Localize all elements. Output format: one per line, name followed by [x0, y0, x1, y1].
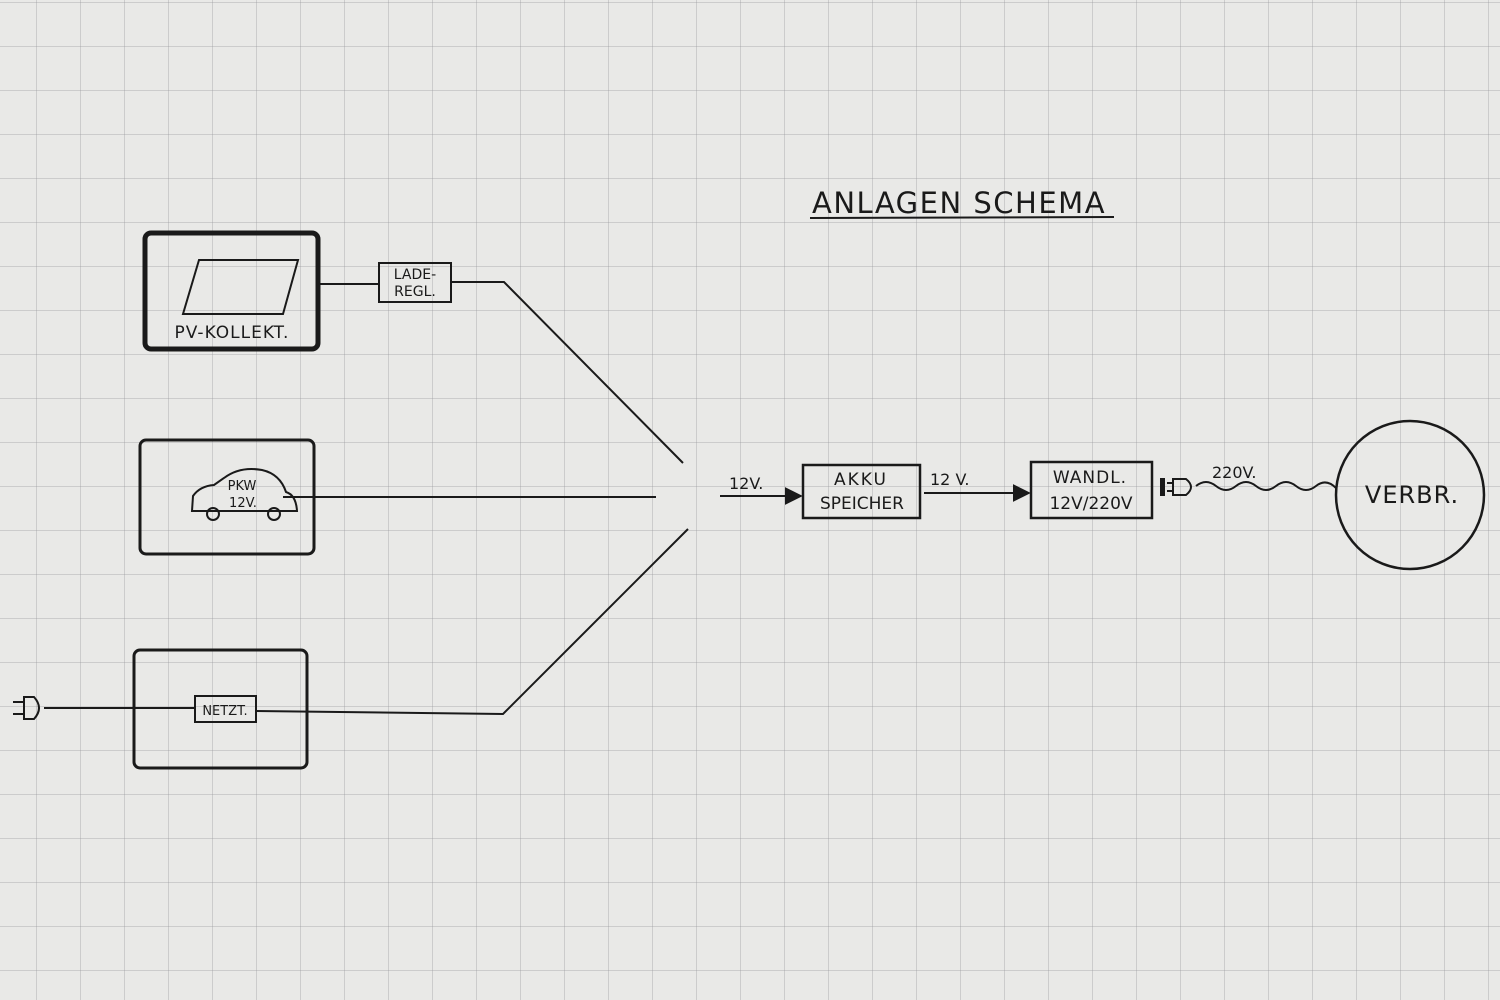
charge-controller-label-2: REGL. — [394, 284, 436, 300]
inverter-box — [1029, 460, 1154, 520]
solar-panel-icon — [181, 259, 300, 315]
connection-lines — [44, 281, 1337, 716]
inverter-node: WANDL. 12V/220V — [1029, 460, 1154, 520]
inverter-label-1: WANDL. — [1053, 468, 1127, 488]
consumer-label: VERBR. — [1365, 481, 1459, 509]
power-supply-label: NETZT. — [202, 704, 247, 719]
car-wheel-front — [206, 507, 220, 521]
charge-controller-node: LADE- REGL. — [378, 262, 452, 303]
car-label-1: PKW — [228, 479, 257, 494]
battery-storage-node: AKKU SPEICHER — [801, 463, 922, 520]
pv-collector-node: PV-KOLLEKT. — [142, 230, 321, 352]
pv-collector-box — [142, 230, 321, 352]
car-wheel-rear — [267, 507, 281, 521]
socket-plug-icon — [1160, 478, 1192, 496]
battery-storage-label-2: SPEICHER — [820, 494, 904, 514]
title-underline — [809, 216, 1115, 219]
charge-controller-label-1: LADE- — [394, 267, 436, 283]
battery-storage-box — [801, 463, 922, 520]
edge-label-akku-to-wandler: 12 V. — [930, 470, 969, 489]
edge-label-to-akku: 12V. — [729, 474, 763, 493]
car-label-2: 12V. — [229, 496, 257, 511]
title-text: ANLAGEN SCHEMA — [812, 186, 1106, 220]
line-netzteil-to-junction — [255, 528, 689, 716]
plug-icon — [13, 696, 40, 720]
inverter-label-2: 12V/220V — [1049, 494, 1132, 514]
car-icon — [190, 468, 299, 512]
wavy-line-to-verbraucher — [1195, 481, 1337, 491]
battery-storage-label-1: AKKU — [834, 470, 888, 490]
consumer-node: VERBR. — [1334, 419, 1486, 571]
consumer-circle — [1334, 419, 1486, 571]
edge-label-wandler-to-verbr: 220V. — [1212, 463, 1257, 482]
diagram-title: ANLAGEN SCHEMA — [809, 186, 1115, 220]
line-regler-to-junction — [451, 281, 684, 464]
pv-collector-label: PV-KOLLEKT. — [175, 323, 290, 343]
